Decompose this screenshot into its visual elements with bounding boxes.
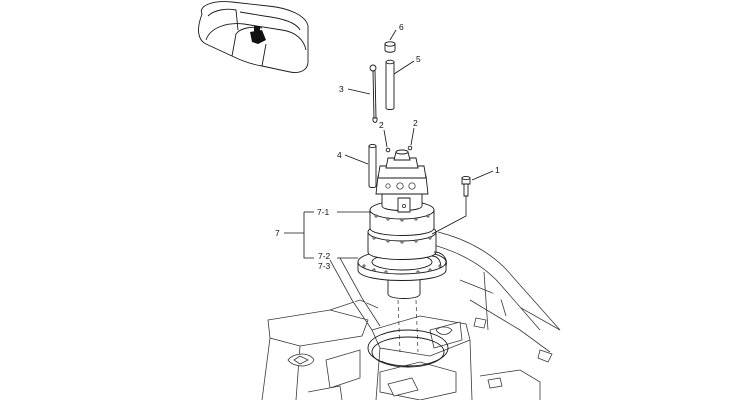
- callout-7: 7: [275, 228, 280, 238]
- callout-1: 1: [495, 165, 500, 175]
- part-cap: [384, 41, 396, 53]
- thumbnail-highlight: [250, 26, 266, 44]
- callout-7-1: 7-1: [317, 207, 330, 217]
- frame-structure: [261, 279, 561, 400]
- callout-6: 6: [399, 22, 404, 32]
- location-thumbnail: [198, 1, 309, 73]
- part-guide-pipe: [368, 143, 377, 188]
- callout-3: 3: [339, 84, 344, 94]
- part-plug-right: [407, 145, 413, 151]
- part-bolt: [461, 175, 471, 197]
- callout-2-right: 2: [413, 118, 418, 128]
- callout-5: 5: [416, 54, 421, 64]
- callout-labels: 6 5 3 2 2 4 1 7 7-1 7-2 7-3: [275, 22, 500, 271]
- callout-2-left: 2: [379, 120, 384, 130]
- callout-4: 4: [337, 150, 342, 160]
- callout-7-3: 7-3: [318, 261, 331, 271]
- callout-7-2: 7-2: [318, 251, 331, 261]
- swing-motor-assembly: [357, 149, 447, 299]
- part-pipe: [385, 59, 395, 110]
- part-plug-left: [385, 147, 391, 153]
- leader-lines: [284, 29, 494, 259]
- frame-rails: [329, 231, 561, 353]
- part-dipstick: [369, 64, 378, 123]
